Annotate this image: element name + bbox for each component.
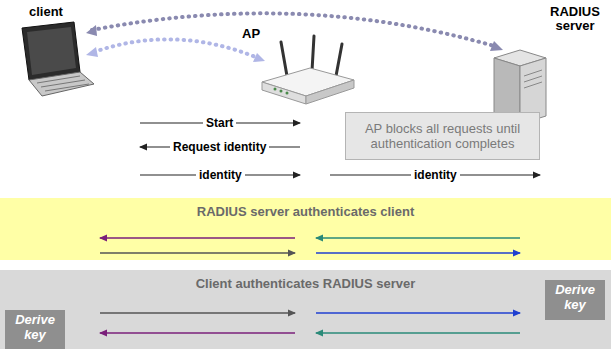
laptop-icon <box>22 22 94 96</box>
message-arrow <box>316 252 520 254</box>
node-text: Client authenticates RADIUS server <box>0 276 611 291</box>
message-arrow <box>316 237 520 239</box>
message-label: Start <box>203 116 236 130</box>
arc-head <box>253 53 265 62</box>
device-label: RADIUS server <box>544 5 606 33</box>
derive-key-box: Derive key <box>545 280 605 320</box>
message-arrow <box>100 252 295 254</box>
message-arrow <box>100 312 295 314</box>
message-arrow <box>316 332 520 334</box>
dotted-arc <box>94 39 258 58</box>
phase-band: RADIUS server authenticates client <box>0 198 611 260</box>
message-arrow <box>100 332 295 334</box>
note-box: AP blocks all requests until authenticat… <box>345 112 540 160</box>
node-text: AP blocks all requests until authenticat… <box>352 121 533 151</box>
device-label: client <box>29 4 63 19</box>
message-label: identity <box>196 168 245 182</box>
node-text: Derive key <box>548 282 602 312</box>
arc-head <box>490 41 503 51</box>
node-text: Derive key <box>8 312 62 342</box>
arc-head <box>86 25 97 36</box>
node-text: RADIUS server authenticates client <box>0 204 611 219</box>
message-arrow <box>316 312 520 314</box>
derive-key-box: Derive key <box>5 310 65 349</box>
message-label: Request identity <box>170 140 269 154</box>
message-label: identity <box>411 168 460 182</box>
arc-head <box>86 47 98 57</box>
band-ground <box>0 198 611 260</box>
message-arrow <box>100 237 295 239</box>
access-point-icon <box>262 36 354 104</box>
phase-band: Client authenticates RADIUS serverDerive… <box>0 270 611 349</box>
device-label: AP <box>242 26 260 41</box>
band-ground <box>0 270 611 349</box>
